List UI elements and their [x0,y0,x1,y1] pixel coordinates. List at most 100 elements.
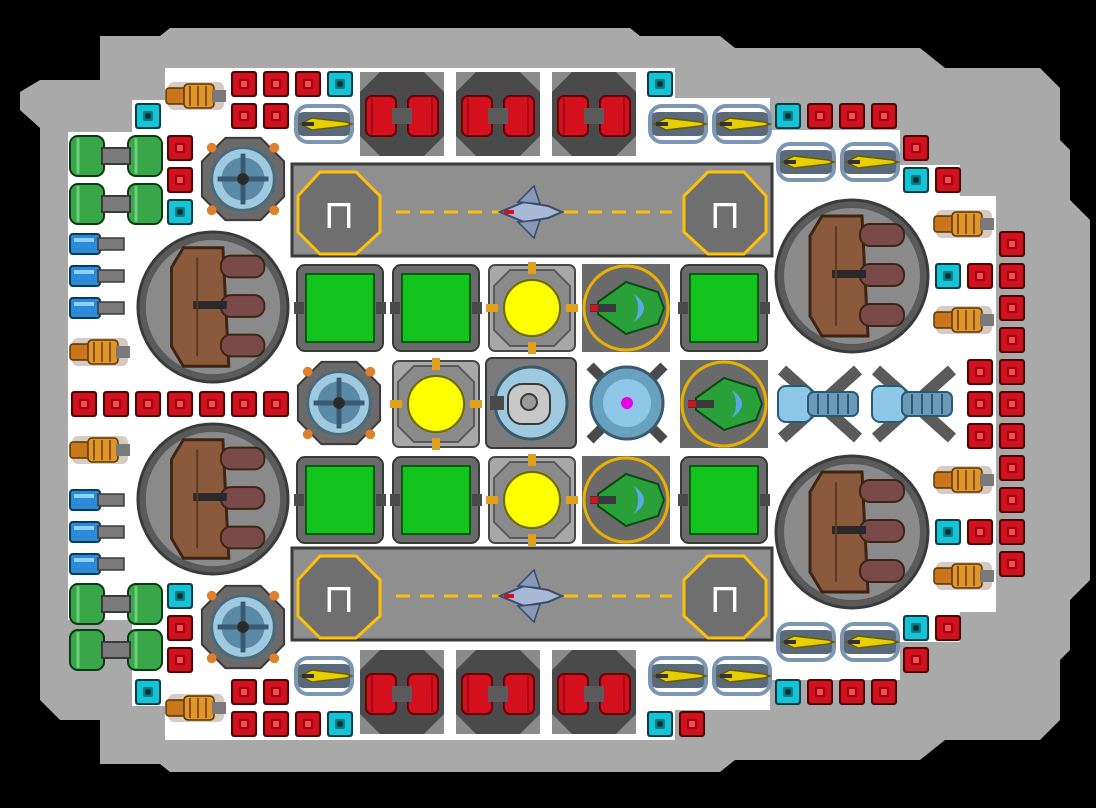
red-armor-block-icon[interactable] [679,711,705,737]
red-armor-block-icon[interactable] [903,647,929,673]
cyan-armor-block-icon[interactable] [135,679,161,705]
cyan-armor-block-icon[interactable] [903,167,929,193]
fighter-turret-icon[interactable] [580,454,672,546]
cyan-armor-block-icon[interactable] [327,711,353,737]
cyan-armor-block-icon[interactable] [647,71,673,97]
red-armor-block-icon[interactable] [967,359,993,385]
thruster-icon[interactable] [933,305,995,335]
engine-pod-icon[interactable] [774,198,930,354]
fighter-turret-icon[interactable] [678,358,770,450]
thruster-icon[interactable] [69,435,131,465]
red-armor-block-icon[interactable] [263,391,289,417]
cyan-armor-block-icon[interactable] [327,71,353,97]
turret-icon[interactable] [551,649,637,735]
storage-cell-icon[interactable] [678,456,770,544]
red-armor-block-icon[interactable] [935,167,961,193]
red-armor-block-icon[interactable] [999,327,1025,353]
reactor-icon[interactable] [390,358,482,450]
cyan-armor-block-icon[interactable] [935,519,961,545]
red-armor-block-icon[interactable] [903,135,929,161]
red-armor-block-icon[interactable] [999,359,1025,385]
thruster-icon[interactable] [165,693,227,723]
red-armor-block-icon[interactable] [167,647,193,673]
red-armor-block-icon[interactable] [999,231,1025,257]
cyan-armor-block-icon[interactable] [135,103,161,129]
shield-emitter-icon[interactable] [582,358,672,448]
red-armor-block-icon[interactable] [231,711,257,737]
red-armor-block-icon[interactable] [167,391,193,417]
cyan-armor-block-icon[interactable] [167,199,193,225]
red-armor-block-icon[interactable] [999,423,1025,449]
red-armor-block-icon[interactable] [295,71,321,97]
turret-icon[interactable] [455,649,541,735]
red-armor-block-icon[interactable] [839,679,865,705]
turret-icon[interactable] [359,71,445,157]
red-armor-block-icon[interactable] [231,679,257,705]
red-armor-block-icon[interactable] [807,679,833,705]
red-armor-block-icon[interactable] [295,711,321,737]
red-armor-block-icon[interactable] [807,103,833,129]
red-armor-block-icon[interactable] [935,615,961,641]
red-armor-block-icon[interactable] [167,615,193,641]
engine-pod-icon[interactable] [136,422,290,576]
red-armor-block-icon[interactable] [999,295,1025,321]
red-armor-block-icon[interactable] [103,391,129,417]
red-armor-block-icon[interactable] [263,679,289,705]
red-armor-block-icon[interactable] [999,391,1025,417]
red-armor-block-icon[interactable] [839,103,865,129]
red-armor-block-icon[interactable] [167,135,193,161]
cyan-armor-block-icon[interactable] [775,103,801,129]
cyan-armor-block-icon[interactable] [935,263,961,289]
reactor-icon[interactable] [486,262,578,354]
red-armor-block-icon[interactable] [231,71,257,97]
red-armor-block-icon[interactable] [135,391,161,417]
cyan-armor-block-icon[interactable] [167,583,193,609]
shield-generator-icon[interactable] [202,586,284,668]
turret-icon[interactable] [359,649,445,735]
engine-pod-icon[interactable] [774,454,930,610]
storage-cell-icon[interactable] [390,456,482,544]
cyan-armor-block-icon[interactable] [775,679,801,705]
storage-cell-icon[interactable] [294,456,386,544]
red-armor-block-icon[interactable] [999,519,1025,545]
shield-generator-icon[interactable] [202,138,284,220]
red-armor-block-icon[interactable] [263,103,289,129]
storage-cell-icon[interactable] [678,264,770,352]
shield-generator-icon[interactable] [298,362,380,444]
red-armor-block-icon[interactable] [999,455,1025,481]
reactor-icon[interactable] [486,454,578,546]
engine-pod-icon[interactable] [136,230,290,384]
hangar-pad-bottom[interactable] [290,546,774,642]
red-armor-block-icon[interactable] [263,71,289,97]
red-armor-block-icon[interactable] [999,487,1025,513]
red-armor-block-icon[interactable] [231,391,257,417]
red-armor-block-icon[interactable] [231,103,257,129]
red-armor-block-icon[interactable] [167,167,193,193]
red-armor-block-icon[interactable] [967,391,993,417]
red-armor-block-icon[interactable] [71,391,97,417]
red-armor-block-icon[interactable] [999,263,1025,289]
thruster-icon[interactable] [933,209,995,239]
fighter-turret-icon[interactable] [580,262,672,354]
red-armor-block-icon[interactable] [999,551,1025,577]
red-armor-block-icon[interactable] [967,263,993,289]
red-armor-block-icon[interactable] [199,391,225,417]
red-armor-block-icon[interactable] [871,103,897,129]
red-armor-block-icon[interactable] [967,423,993,449]
thruster-icon[interactable] [165,81,227,111]
cyan-armor-block-icon[interactable] [647,711,673,737]
red-armor-block-icon[interactable] [871,679,897,705]
turret-icon[interactable] [551,71,637,157]
hangar-pad-top[interactable] [290,162,774,258]
cyan-armor-block-icon[interactable] [903,615,929,641]
thruster-icon[interactable] [933,561,995,591]
ship-core-icon[interactable] [485,357,577,449]
thruster-icon[interactable] [69,337,131,367]
storage-cell-icon[interactable] [294,264,386,352]
red-armor-block-icon[interactable] [967,519,993,545]
storage-cell-icon[interactable] [390,264,482,352]
fighter-ship-icon[interactable] [497,184,565,240]
thruster-icon[interactable] [933,465,995,495]
fighter-ship-icon[interactable] [497,568,565,624]
turret-icon[interactable] [455,71,541,157]
